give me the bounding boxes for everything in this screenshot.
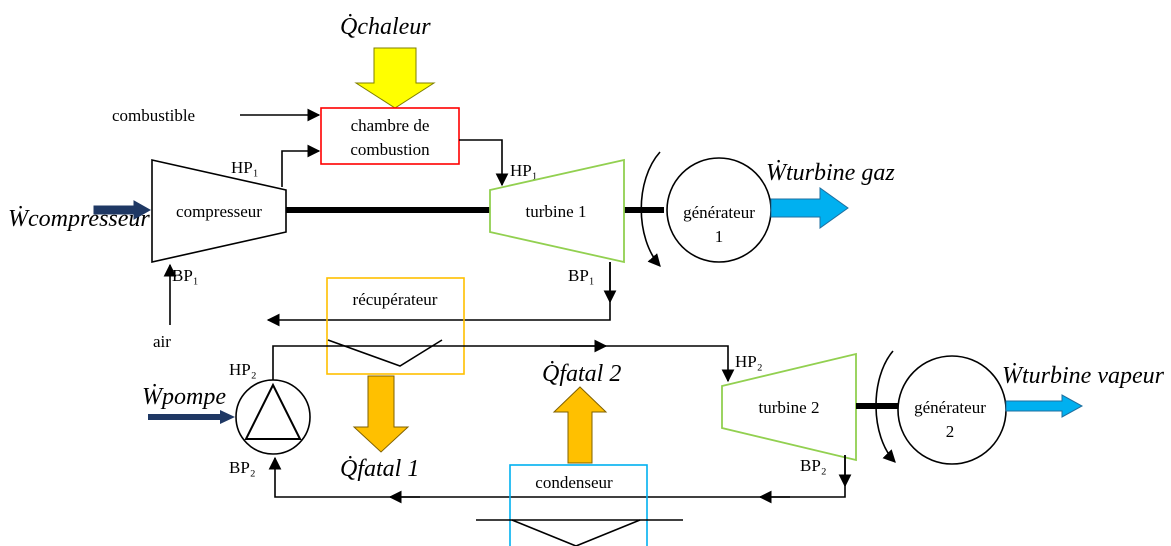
hp2-left-label: HP₂	[229, 360, 257, 379]
w-pompe-label: Ẇpompe	[142, 384, 226, 410]
heat-input-arrow	[354, 47, 436, 109]
chambre-label-2: combustion	[350, 140, 430, 159]
hp1-right-label: HP₁	[510, 161, 538, 180]
combustion-chamber	[320, 107, 460, 165]
compressor	[151, 159, 287, 263]
turbine1-label: turbine 1	[526, 202, 587, 221]
turbine2-label: turbine 2	[759, 398, 820, 417]
exhaust-line	[266, 262, 611, 327]
hp1-turbine-line	[459, 139, 509, 187]
compressor-work-arrow	[93, 200, 152, 220]
w-turbine-vapeur-label: Ẇturbine vapeur	[1002, 363, 1165, 389]
hp1-compressor-line	[281, 144, 321, 187]
bp2-right-label: BP₂	[800, 456, 827, 475]
rotation-arrow-1	[640, 151, 661, 267]
recuperator-coil	[327, 339, 443, 367]
hp2-right-label: HP₂	[735, 352, 763, 371]
generateur1-label-1: générateur	[683, 203, 755, 222]
generateur1-label-2: 1	[715, 227, 724, 246]
bp2-left-label: BP₂	[229, 458, 256, 477]
pump	[235, 379, 311, 455]
rotation-arrow-2	[875, 350, 896, 463]
hp2-line	[272, 345, 735, 398]
q-chaleur-label: Q̇chaleur	[340, 14, 431, 40]
pump-triangle-icon	[244, 382, 302, 440]
q-fatal1-label: Q̇fatal 1	[340, 456, 419, 482]
w-turbine-gaz-label: Ẇturbine gaz	[766, 160, 895, 186]
condenser-coil	[511, 519, 641, 546]
heat-loss-1-arrow	[352, 375, 410, 453]
turbine-2	[721, 352, 857, 462]
air-label: air	[153, 332, 171, 351]
pump-work-arrow	[148, 410, 235, 424]
gas-turbine-work-arrow	[770, 187, 849, 229]
condenseur-label: condenseur	[535, 473, 613, 492]
combustible-label: combustible	[112, 106, 195, 125]
bp1-left-label: BP₁	[172, 266, 199, 285]
recuperator	[326, 277, 465, 375]
heat-loss-2-arrow	[552, 386, 608, 464]
compresseur-label: compresseur	[176, 202, 262, 221]
recuperateur-label: récupérateur	[353, 290, 438, 309]
generateur2-label-1: générateur	[914, 398, 986, 417]
steam-turbine-work-arrow	[1005, 394, 1084, 418]
bp1-right-label: BP₁	[568, 266, 595, 285]
turbine-1	[489, 158, 625, 264]
q-fatal2-label: Q̇fatal 2	[542, 361, 621, 387]
generateur2-label-2: 2	[946, 422, 955, 441]
condenser	[509, 464, 648, 546]
hp1-left-label: HP₁	[231, 158, 259, 177]
chambre-label-1: chambre de	[351, 116, 430, 135]
